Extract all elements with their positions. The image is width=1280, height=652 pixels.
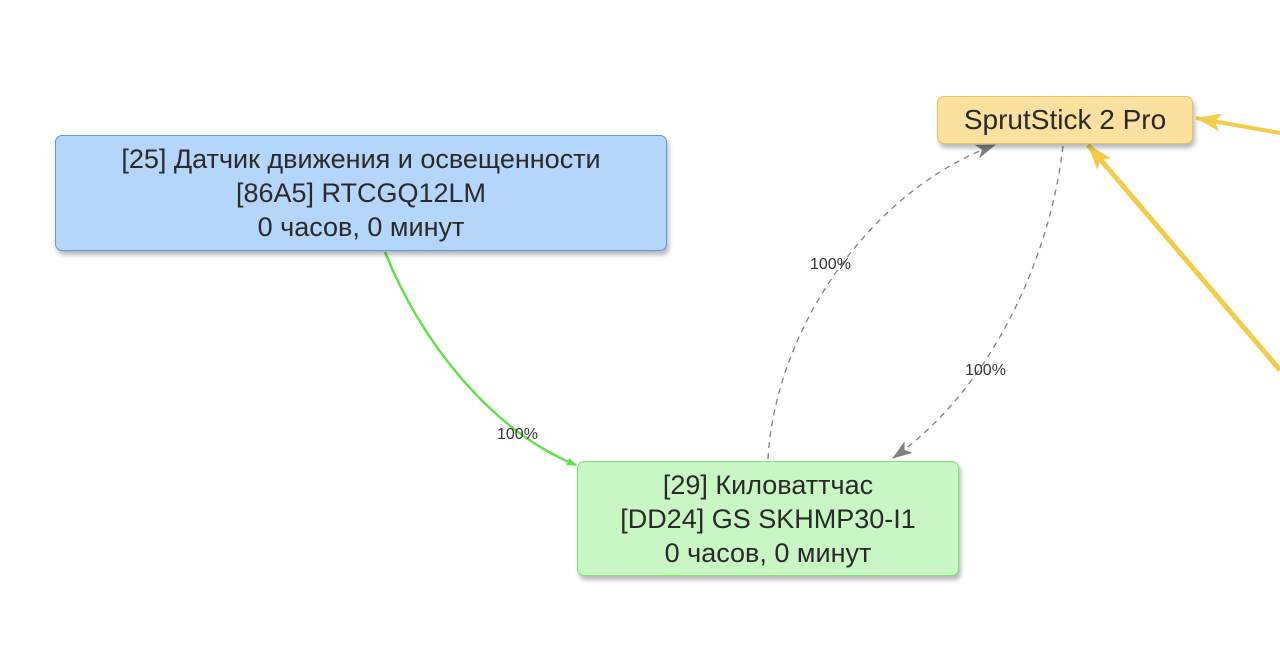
node-coordinator[interactable]: SprutStick 2 Pro <box>937 96 1193 144</box>
edge-label-sensor-meter: 100% <box>497 426 538 443</box>
edge-offscreen-to-coordinator-2 <box>1086 143 1280 372</box>
edge-offscreen-to-coordinator-1 <box>1195 113 1280 135</box>
node-title: SprutStick 2 Pro <box>963 104 1167 135</box>
edge-sensor-to-meter <box>383 251 577 467</box>
node-kwh-meter[interactable]: [29] Киловаттчас [DD24] GS SKHMP30-I1 0 … <box>577 461 959 576</box>
node-last-seen: 0 часов, 0 минут <box>257 212 465 242</box>
node-motion-light-sensor[interactable]: [25] Датчик движения и освещенности [86A… <box>55 135 667 251</box>
node-title: [29] Киловаттчас <box>662 469 874 500</box>
edge-coordinator-to-meter <box>892 145 1064 459</box>
edge-label-meter-coordinator: 100% <box>810 256 851 273</box>
node-model: [86A5] RTCGQ12LM <box>235 178 487 208</box>
node-title: [25] Датчик движения и освещенности <box>121 144 601 174</box>
edge-label-coordinator-meter: 100% <box>965 362 1006 379</box>
node-last-seen: 0 часов, 0 минут <box>664 537 872 568</box>
node-model: [DD24] GS SKHMP30-I1 <box>620 503 916 534</box>
edge-meter-to-coordinator <box>767 144 996 460</box>
